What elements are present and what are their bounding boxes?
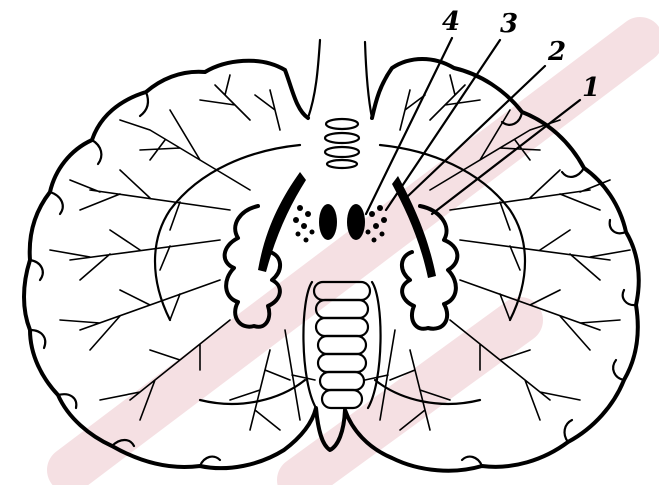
label-4: 4 — [442, 7, 460, 37]
vermis-top — [308, 40, 372, 168]
label-2: 2 — [547, 37, 566, 67]
central-nuclei — [319, 204, 365, 240]
globose-nuclei-left — [293, 205, 315, 243]
label-3: 3 — [500, 9, 518, 39]
label-1: 1 — [582, 73, 600, 103]
